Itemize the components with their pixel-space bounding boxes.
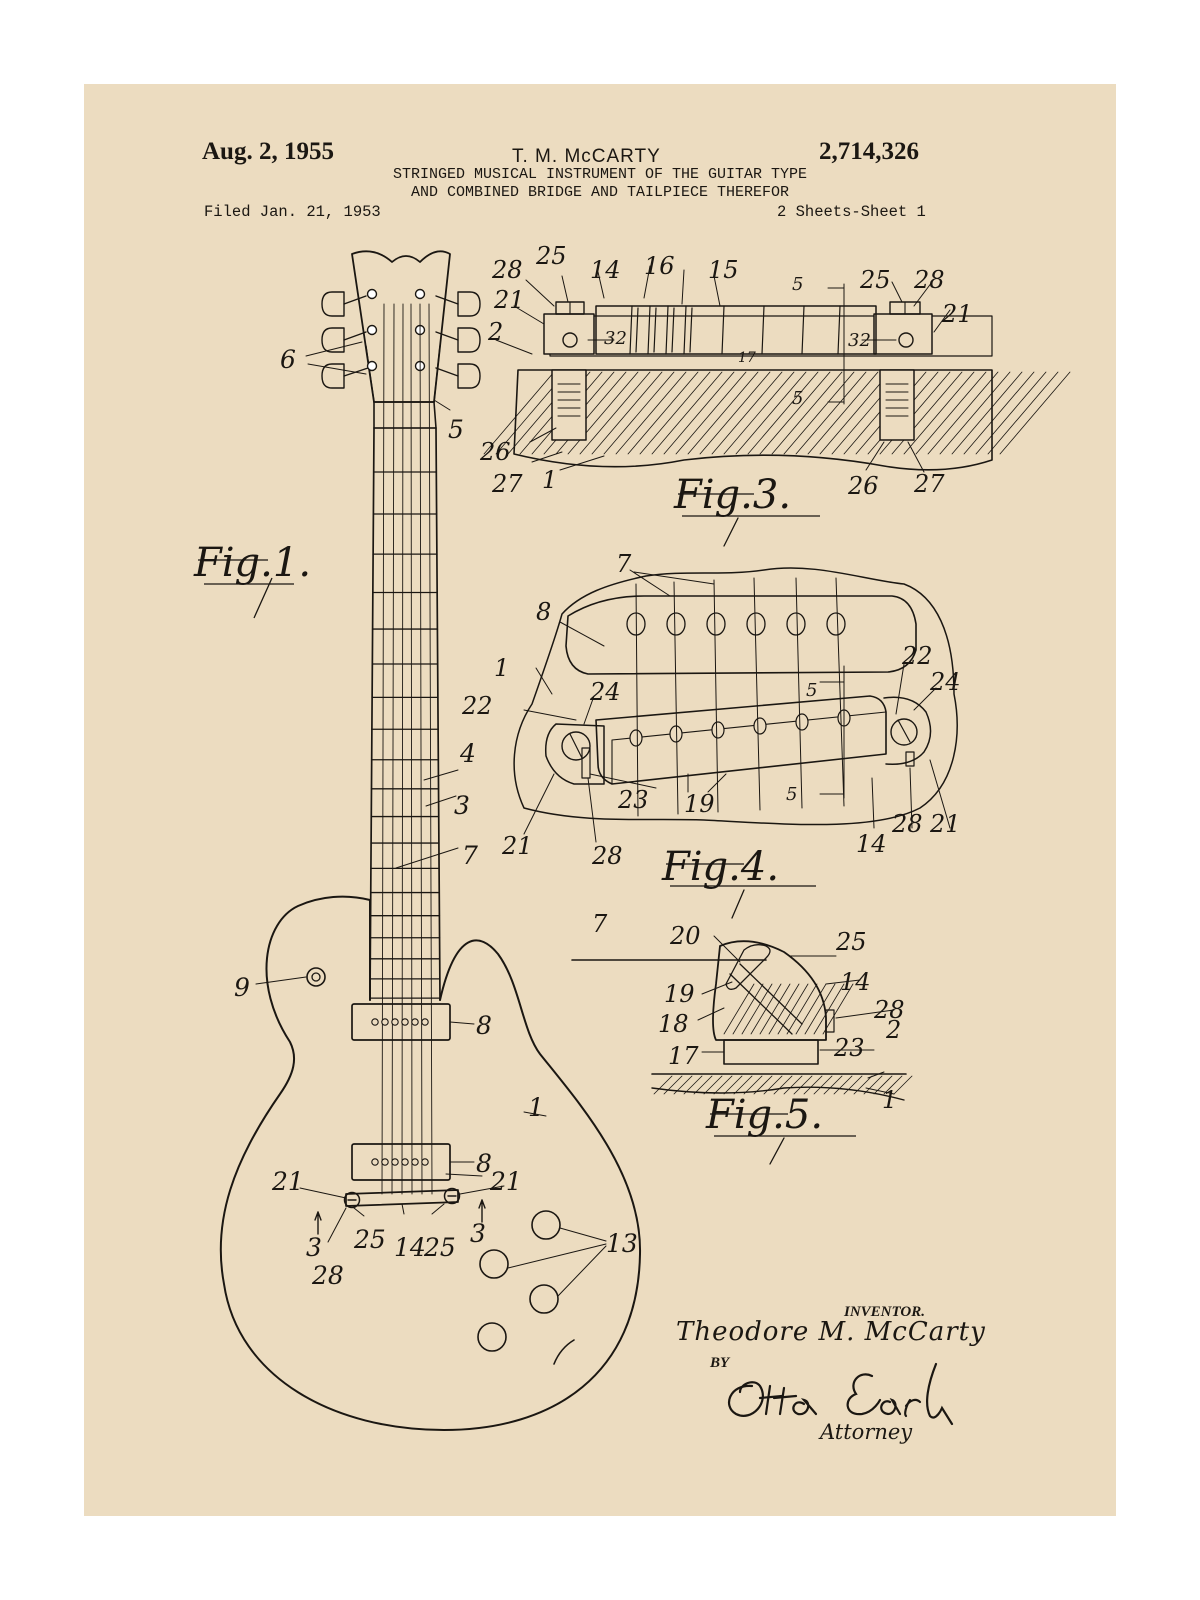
attorney-signature: [728, 1362, 954, 1426]
fig3-ref-1: 1: [542, 466, 557, 494]
fig3-ref-26b: 26: [847, 472, 879, 500]
fig5-label: Fig.5.: [705, 1092, 823, 1138]
title-line-2: AND COMBINED BRIDGE AND TAILPIECE THEREF…: [410, 184, 790, 201]
ref-3: 3: [454, 791, 470, 820]
fig4-ref-19: 19: [684, 790, 715, 818]
ref-13: 13: [606, 1229, 638, 1258]
fig3-ref-28b: 28: [913, 266, 945, 294]
fig4-ref-23: 23: [617, 786, 649, 814]
inventor-label: INVENTOR.: [844, 1304, 925, 1320]
fig3-ref-27b: 27: [913, 470, 945, 498]
fig3-ref-32a: 32: [604, 328, 627, 349]
ref-21a: 21: [271, 1167, 304, 1196]
fig3-ref-17: 17: [738, 350, 756, 366]
ref-21b: 21: [489, 1167, 522, 1196]
ref-3a: 3: [306, 1233, 322, 1262]
title-line-1: STRINGED MUSICAL INSTRUMENT OF THE GUITA…: [392, 166, 808, 183]
fig3-ref-15: 15: [708, 256, 739, 284]
fig1-guitar-drawing: [219, 250, 642, 1431]
ref-1: 1: [528, 1093, 544, 1122]
fig4-ref-24b: 24: [929, 668, 961, 696]
ref-3b: 3: [470, 1219, 486, 1248]
patent-number: 2,714,326: [819, 138, 919, 165]
fig5-ref-1: 1: [882, 1086, 897, 1114]
fig5-ref-2: 2: [885, 1016, 901, 1044]
fig4-ref-22b: 22: [901, 642, 933, 670]
fig4-ref-21a: 21: [501, 832, 533, 860]
inventor-heading: T. M. McCARTY: [512, 146, 661, 167]
fig4-bridge-perspective-drawing: [513, 567, 958, 919]
fig5-bridge-end-section-drawing: [571, 935, 913, 1165]
fig3-bridge-section-drawing: [483, 265, 1071, 547]
fig4-label: Fig.4.: [661, 844, 779, 890]
fig3-ref-5b: 5: [792, 388, 803, 409]
filed-date: Filed Jan. 21, 1953: [204, 203, 381, 221]
ref-8a: 8: [476, 1011, 492, 1040]
fig3-label: Fig.3.: [673, 472, 791, 518]
fig4-ref-1: 1: [494, 654, 509, 682]
fig3-ref-16: 16: [644, 252, 675, 280]
fig5-ref-17: 17: [668, 1042, 699, 1070]
patent-sheet: Aug. 2, 1955 T. M. McCARTY 2,714,326 STR…: [84, 84, 1116, 1516]
fig3-ref-32b: 32: [848, 330, 871, 351]
fig5-ref-14: 14: [840, 968, 871, 996]
ref-8b: 8: [476, 1149, 492, 1178]
fig4-ref-5a: 5: [806, 680, 817, 701]
fig5-ref-7: 7: [592, 910, 608, 938]
ref-5: 5: [448, 415, 464, 444]
fig3-ref-5a: 5: [792, 274, 803, 295]
patent-date: Aug. 2, 1955: [202, 138, 334, 165]
ref-25b: 25: [423, 1233, 456, 1262]
fig5-ref-19: 19: [664, 980, 695, 1008]
fig4-ref-8: 8: [536, 598, 551, 626]
fig4-ref-5b: 5: [786, 784, 797, 805]
sheet-count: 2 Sheets-Sheet 1: [777, 203, 926, 221]
inventor-signature: Theodore M. McCarty: [676, 1317, 986, 1347]
fig3-ref-26a: 26: [479, 438, 511, 466]
fig4-ref-28a: 28: [591, 842, 623, 870]
fig3-ref-25a: 25: [535, 242, 567, 270]
ref-6: 6: [280, 345, 296, 374]
fig4-ref-21b: 21: [929, 810, 961, 838]
ref-14: 14: [394, 1233, 426, 1262]
patent-drawings: Fig.1. Fig.3. Fig.4. Fig.5. 6 5 4 3 7 9 …: [193, 242, 1071, 1431]
fig3-ref-25b: 25: [859, 266, 891, 294]
fig4-ref-22a: 22: [461, 692, 493, 720]
attorney-role: Attorney: [820, 1420, 913, 1444]
fig5-ref-23: 23: [833, 1034, 865, 1062]
fig3-ref-21a: 21: [493, 286, 525, 314]
fig3-ref-21b: 21: [941, 300, 973, 328]
fig4-ref-7: 7: [616, 550, 632, 578]
fig4-ref-28b: 28: [891, 810, 923, 838]
fig5-ref-18: 18: [658, 1010, 689, 1038]
by-label: BY: [710, 1355, 730, 1371]
fig3-ref-2: 2: [487, 318, 503, 346]
fig5-ref-28: 28: [873, 996, 905, 1024]
fig4-ref-14: 14: [856, 830, 887, 858]
ref-25a: 25: [353, 1225, 386, 1254]
fig3-ref-28a: 28: [491, 256, 523, 284]
ref-28: 28: [311, 1261, 344, 1290]
fig3-ref-27a: 27: [491, 470, 523, 498]
ref-9: 9: [234, 973, 250, 1002]
fig1-label: Fig.1.: [193, 540, 311, 586]
ref-4: 4: [459, 739, 476, 768]
fig4-ref-24a: 24: [589, 678, 621, 706]
fig5-ref-25: 25: [835, 928, 867, 956]
fig5-ref-20: 20: [669, 922, 701, 950]
fig3-ref-14: 14: [590, 256, 621, 284]
ref-7: 7: [462, 841, 478, 870]
